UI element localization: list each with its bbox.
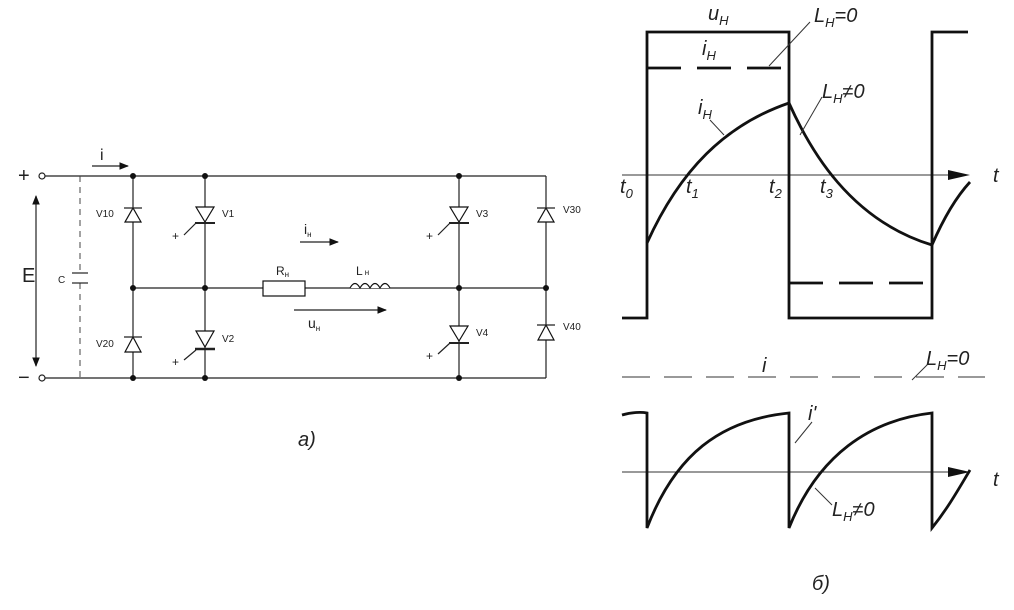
- circuit-diagram: + − E C i V10 V20: [18, 147, 581, 451]
- V30-label: V30: [563, 205, 581, 216]
- V10-label: V10: [96, 209, 114, 220]
- i-curve-label: iH: [698, 97, 712, 122]
- V2-label: V2: [222, 334, 235, 345]
- svg-text:+: +: [172, 229, 179, 243]
- L0-leader-line: [768, 21, 811, 67]
- t-axis-label-top: t: [993, 165, 1000, 187]
- svg-text:+: +: [426, 229, 433, 243]
- V4-label: V4: [476, 328, 489, 339]
- thyristor-V2: +: [172, 330, 216, 369]
- Lneb-leader-line: [814, 487, 833, 506]
- i-prime-label: i': [808, 403, 817, 425]
- thyristor-V3: +: [426, 206, 470, 243]
- load-voltage-wave: [622, 30, 968, 320]
- thyristor-V1: +: [172, 206, 216, 243]
- minus-label: −: [18, 367, 30, 389]
- load-resistor: [262, 280, 306, 297]
- time-axis-top-arrow: [948, 170, 970, 180]
- load-current-Lne0: [645, 101, 972, 247]
- load-inductor: [349, 282, 391, 290]
- time-axis-bottom-arrow: [948, 467, 970, 477]
- V1-label: V1: [222, 209, 235, 220]
- plus-terminal: [38, 172, 46, 180]
- t0-label: t0: [620, 176, 634, 201]
- V3-label: V3: [476, 209, 489, 220]
- Lne0-leader-line: [799, 96, 823, 136]
- plus-label: +: [18, 165, 30, 187]
- t3-label: t3: [820, 176, 834, 201]
- resistor-label: Rн: [276, 264, 289, 279]
- caption-a: а): [298, 429, 316, 451]
- load-current-label: iн: [304, 221, 312, 239]
- t-axis-label-bottom: t: [993, 469, 1000, 491]
- t1-label: t1: [686, 176, 699, 201]
- thyristor-V4: +: [426, 325, 470, 363]
- V20-label: V20: [96, 339, 114, 350]
- L0-label: LH=0: [814, 5, 857, 30]
- source-current-label: i: [100, 147, 104, 164]
- i-src-label: i: [762, 355, 767, 377]
- svg-text:+: +: [172, 355, 179, 369]
- diode-V40: [537, 323, 555, 341]
- i-prime-leader-line: [794, 421, 813, 444]
- waveform-graphs: t uH iH iH LH=0 LH≠0 t0 t1 t2 t3 i LH=0 …: [620, 3, 1000, 595]
- Lneb-label: LH≠0: [832, 499, 875, 524]
- source-current-Lne0: [621, 411, 972, 532]
- diode-V10: [123, 206, 143, 223]
- diode-V30: [536, 206, 556, 223]
- capacitor-label: C: [58, 275, 65, 286]
- L0b-label: LH=0: [926, 348, 969, 373]
- u-label: uH: [708, 3, 729, 28]
- capacitor: [72, 176, 88, 378]
- V40-label: V40: [563, 322, 581, 333]
- diode-V20: [124, 335, 142, 353]
- i-dash-label: iH: [702, 38, 716, 63]
- load-voltage-label: uн: [308, 315, 320, 333]
- caption-b: б): [812, 573, 830, 595]
- junction-dots: [130, 173, 549, 381]
- iH-leader-line: [709, 119, 725, 136]
- source-label: E: [22, 265, 35, 287]
- svg-text:+: +: [426, 349, 433, 363]
- minus-terminal: [38, 374, 46, 382]
- L0b-leader-line: [911, 363, 929, 381]
- t2-label: t2: [769, 176, 783, 201]
- Lne0-label: LH≠0: [822, 81, 865, 106]
